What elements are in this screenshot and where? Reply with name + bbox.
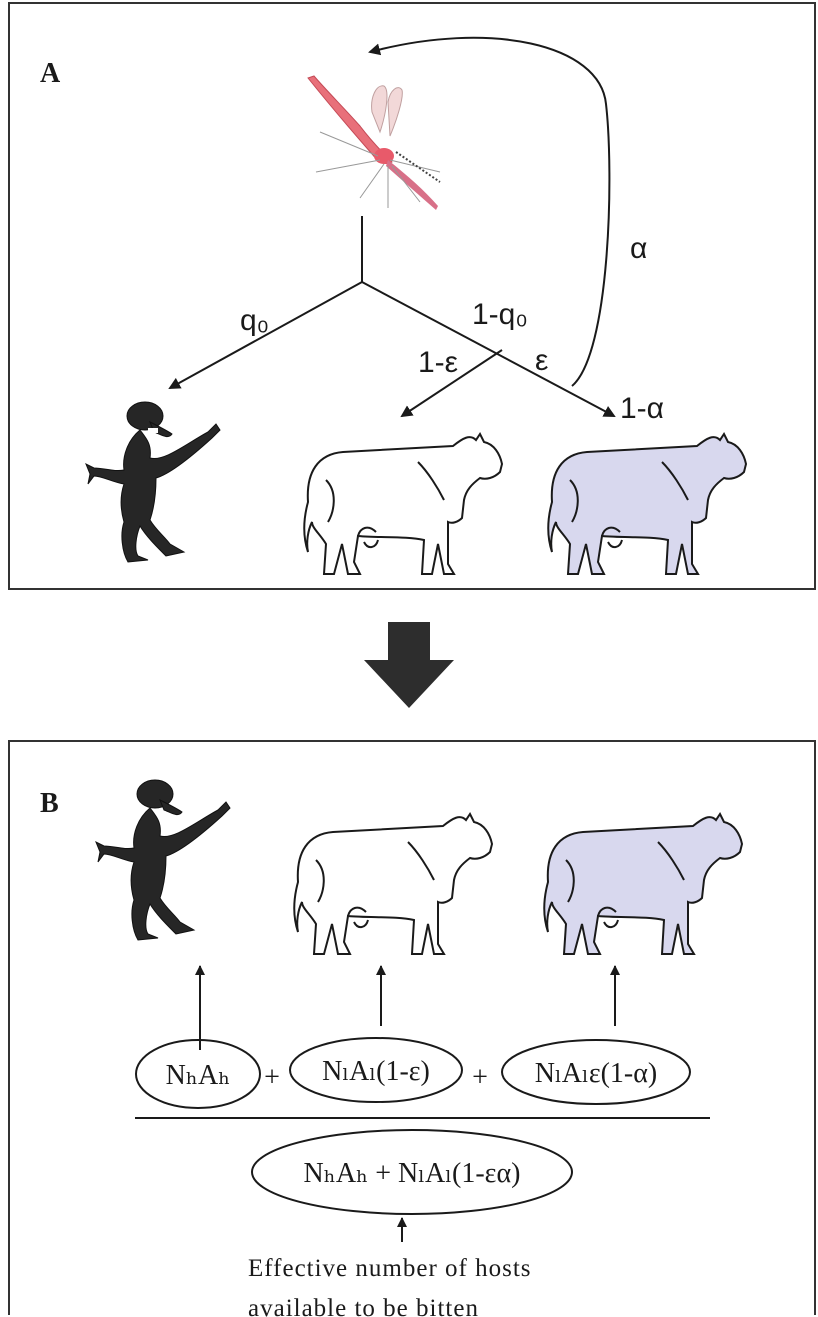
unprotected-cattle-icon [293, 813, 493, 955]
caption-line-1: Effective number of hosts [248, 1255, 532, 1282]
caption-line-2: available to be bitten [248, 1295, 479, 1317]
protected-cattle-icon [547, 433, 747, 575]
denominator-term: NₕAₕ + NₗAₗ(1-εα) [304, 1158, 521, 1189]
plus-sign-1: + [264, 1062, 280, 1093]
panel-b-diagram: B NₕAₕ + NₗAₗ(1-ε) + NₗAₗε(1-α) NₕAₕ + N… [40, 779, 743, 1317]
panel-a: A q₀ 1-q₀ 1-ε ε α 1-α [8, 2, 816, 590]
denominator-ellipse [251, 1129, 573, 1215]
unprotected-cattle-icon [303, 433, 503, 575]
panel-a-diagram: A q₀ 1-q₀ 1-ε ε α 1-α [40, 36, 747, 575]
one-minus-alpha-label: 1-α [620, 392, 664, 425]
panel-b-label: B [40, 788, 59, 819]
human-term: NₕAₕ [166, 1060, 231, 1091]
livestock-term: NₗAₗ(1-ε) [322, 1056, 430, 1087]
panel-b: B NₕAₕ + NₗAₗ(1-ε) + NₗAₗε(1-α) NₕAₕ + N… [8, 740, 816, 1317]
alpha-label: α [630, 232, 647, 265]
branch-1-q0-label: 1-q₀ [472, 298, 528, 331]
protected-term: NₗAₗε(1-α) [535, 1058, 657, 1089]
human-term-ellipse [135, 1039, 261, 1109]
human-icon [85, 401, 221, 563]
panel-a-label: A [40, 58, 61, 89]
livestock-term-ellipse [289, 1037, 463, 1103]
protected-term-ellipse [501, 1039, 691, 1105]
protected-cattle-icon [543, 813, 743, 955]
plus-sign-2: + [472, 1062, 488, 1093]
mosquito-icon [307, 75, 441, 210]
human-icon [95, 779, 231, 941]
branch-q0-label: q₀ [240, 304, 269, 337]
branch-1-epsilon-label: 1-ε [418, 346, 458, 379]
branch-epsilon-label: ε [535, 344, 548, 377]
